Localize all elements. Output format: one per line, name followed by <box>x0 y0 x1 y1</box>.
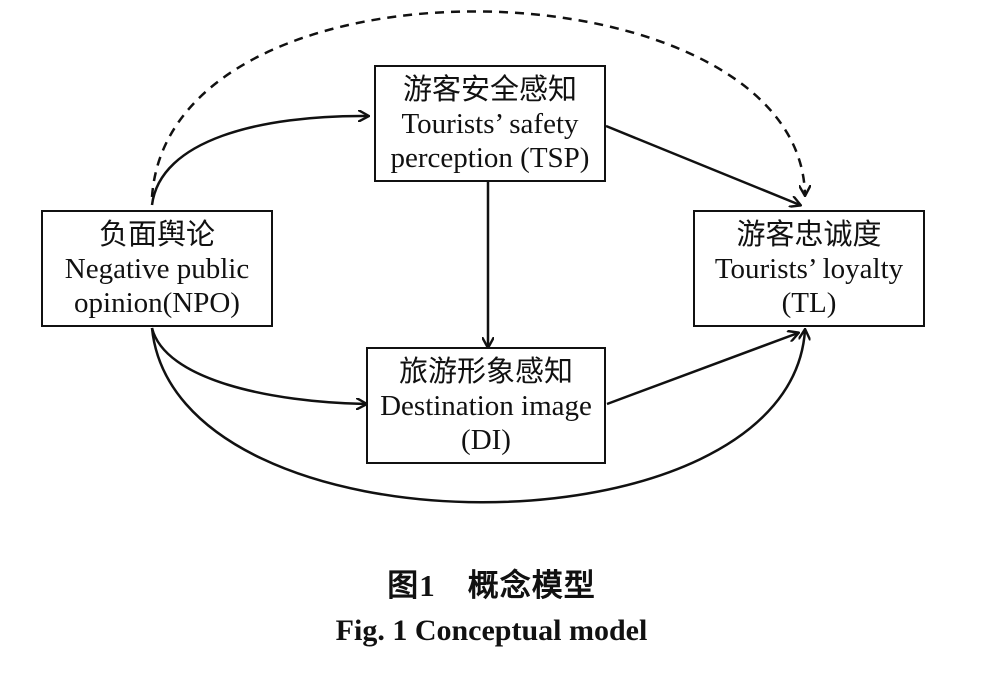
node-tl-en2: (TL) <box>781 286 837 319</box>
node-di-en1: Destination image <box>380 389 592 422</box>
edge-npo-tsp <box>150 116 368 206</box>
node-di: 旅游形象感知 Destination image (DI) <box>366 347 606 464</box>
node-npo: 负面舆论 Negative public opinion(NPO) <box>41 210 273 327</box>
edge-tsp-tl <box>605 124 800 205</box>
edge-npo-di <box>150 327 366 404</box>
caption-en: Fig. 1 Conceptual model <box>335 614 648 647</box>
node-npo-en2: opinion(NPO) <box>74 286 240 319</box>
node-di-en2: (DI) <box>461 423 511 456</box>
node-npo-cn: 负面舆论 <box>98 218 215 251</box>
node-npo-en1: Negative public <box>64 252 250 285</box>
node-tl: 游客忠诚度 Tourists’ loyalty (TL) <box>693 210 925 327</box>
node-tl-en1: Tourists’ loyalty <box>714 252 904 285</box>
node-tsp-en1: Tourists’ safety <box>401 107 579 140</box>
edge-npo-tl-dashed <box>150 10 805 197</box>
caption-cn: 图1 概念模型 <box>387 568 596 603</box>
node-tsp-en2: perception (TSP) <box>390 141 590 174</box>
node-tsp-cn: 游客安全感知 <box>402 73 577 106</box>
node-tsp: 游客安全感知 Tourists’ safety perception (TSP) <box>374 65 606 182</box>
edge-di-tl <box>606 333 798 406</box>
node-tl-cn: 游客忠诚度 <box>736 218 882 251</box>
node-di-cn: 旅游形象感知 <box>398 355 573 388</box>
edge-npo-tl-bottom <box>150 328 805 504</box>
